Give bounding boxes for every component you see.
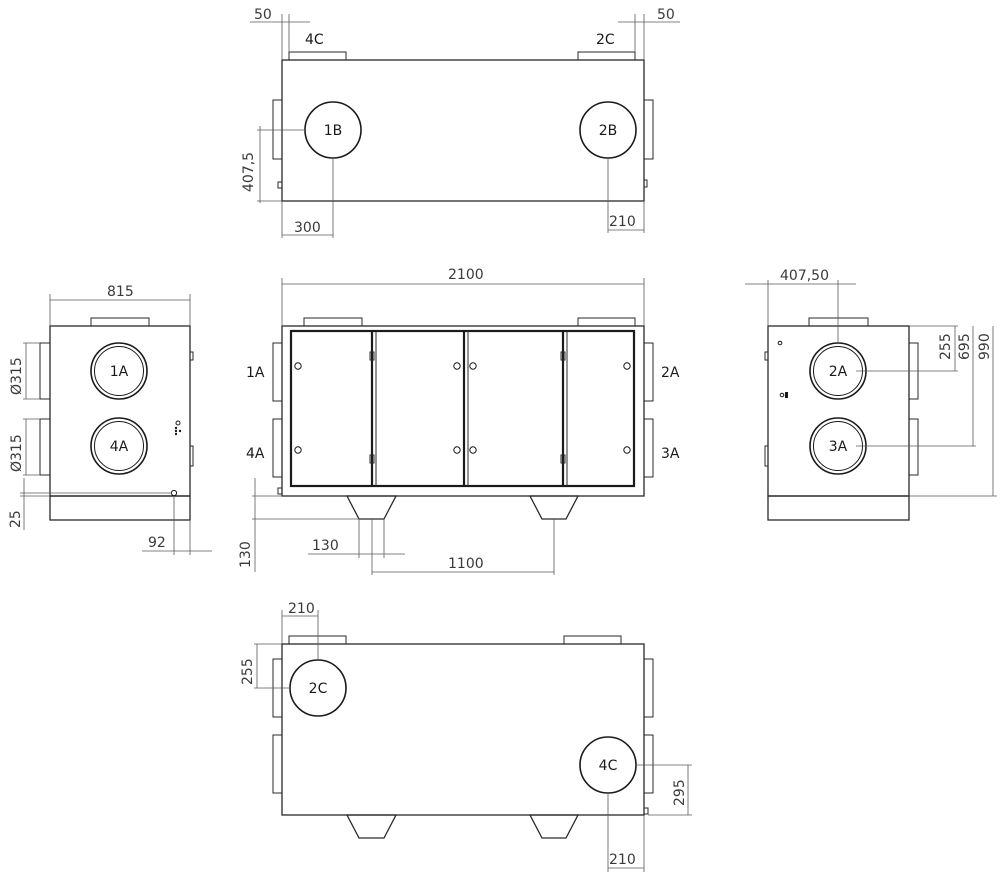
dim-top-left-offset: 50 <box>254 7 272 23</box>
dim-side-92: 92 <box>148 535 166 551</box>
dim-bottom-295: 295 <box>672 779 688 806</box>
port-label-4A-front: 4A <box>246 446 265 462</box>
port-label-2C: 2C <box>596 32 615 48</box>
front-view: 1A 4A 2A 3A 2100 130 130 1100 <box>238 267 680 575</box>
port-label-2A-side: 2A <box>829 364 848 380</box>
dim-front-length: 2100 <box>448 267 484 283</box>
port-label-1A-front: 1A <box>246 365 265 381</box>
port-label-4C: 4C <box>305 32 324 48</box>
dim-foot-spacing: 1100 <box>448 556 484 572</box>
dim-bottom-210-top: 210 <box>288 601 315 617</box>
port-label-3A-side: 3A <box>829 439 848 455</box>
port-label-4A-side: 4A <box>110 439 129 455</box>
port-label-4C-bottom: 4C <box>599 758 618 774</box>
dim-top-right-x: 210 <box>609 214 636 230</box>
port-label-1A-side: 1A <box>110 364 129 380</box>
dim-diameter-bottom: Ø315 <box>9 434 25 472</box>
bottom-view: 2C 4C 210 255 295 210 <box>240 601 692 872</box>
dim-base-25: 25 <box>8 510 24 528</box>
dim-bottom-255: 255 <box>240 658 256 685</box>
dim-top-height: 407,5 <box>241 152 257 192</box>
port-1A-circle <box>90 342 148 400</box>
dim-right-255: 255 <box>938 333 954 360</box>
dim-foot-height: 130 <box>238 541 254 568</box>
dim-right-990: 990 <box>977 333 993 360</box>
dim-bottom-210-bottom: 210 <box>609 852 636 868</box>
dim-top-left-x: 300 <box>294 220 321 236</box>
top-view: 1B 2B 4C 2C 50 50 407,5 300 210 <box>241 7 680 238</box>
dim-right-width: 407,50 <box>780 268 829 284</box>
port-label-3A-front: 3A <box>661 446 680 462</box>
port-label-1B: 1B <box>324 123 343 139</box>
port-label-2A-front: 2A <box>661 365 680 381</box>
dim-foot-width: 130 <box>312 538 339 554</box>
dim-side-width: 815 <box>107 284 134 300</box>
right-side-view: 2A 3A 407,50 255 695 990 <box>745 268 997 521</box>
dim-right-695: 695 <box>957 333 973 360</box>
dim-top-right-offset: 50 <box>657 7 675 23</box>
dim-diameter-top: Ø315 <box>9 357 25 395</box>
left-side-view: 1A 4A 815 Ø315 Ø315 25 92 <box>8 284 212 555</box>
port-label-2B: 2B <box>599 123 618 139</box>
port-4A-circle <box>90 417 148 475</box>
port-label-2C-bottom: 2C <box>309 681 328 697</box>
